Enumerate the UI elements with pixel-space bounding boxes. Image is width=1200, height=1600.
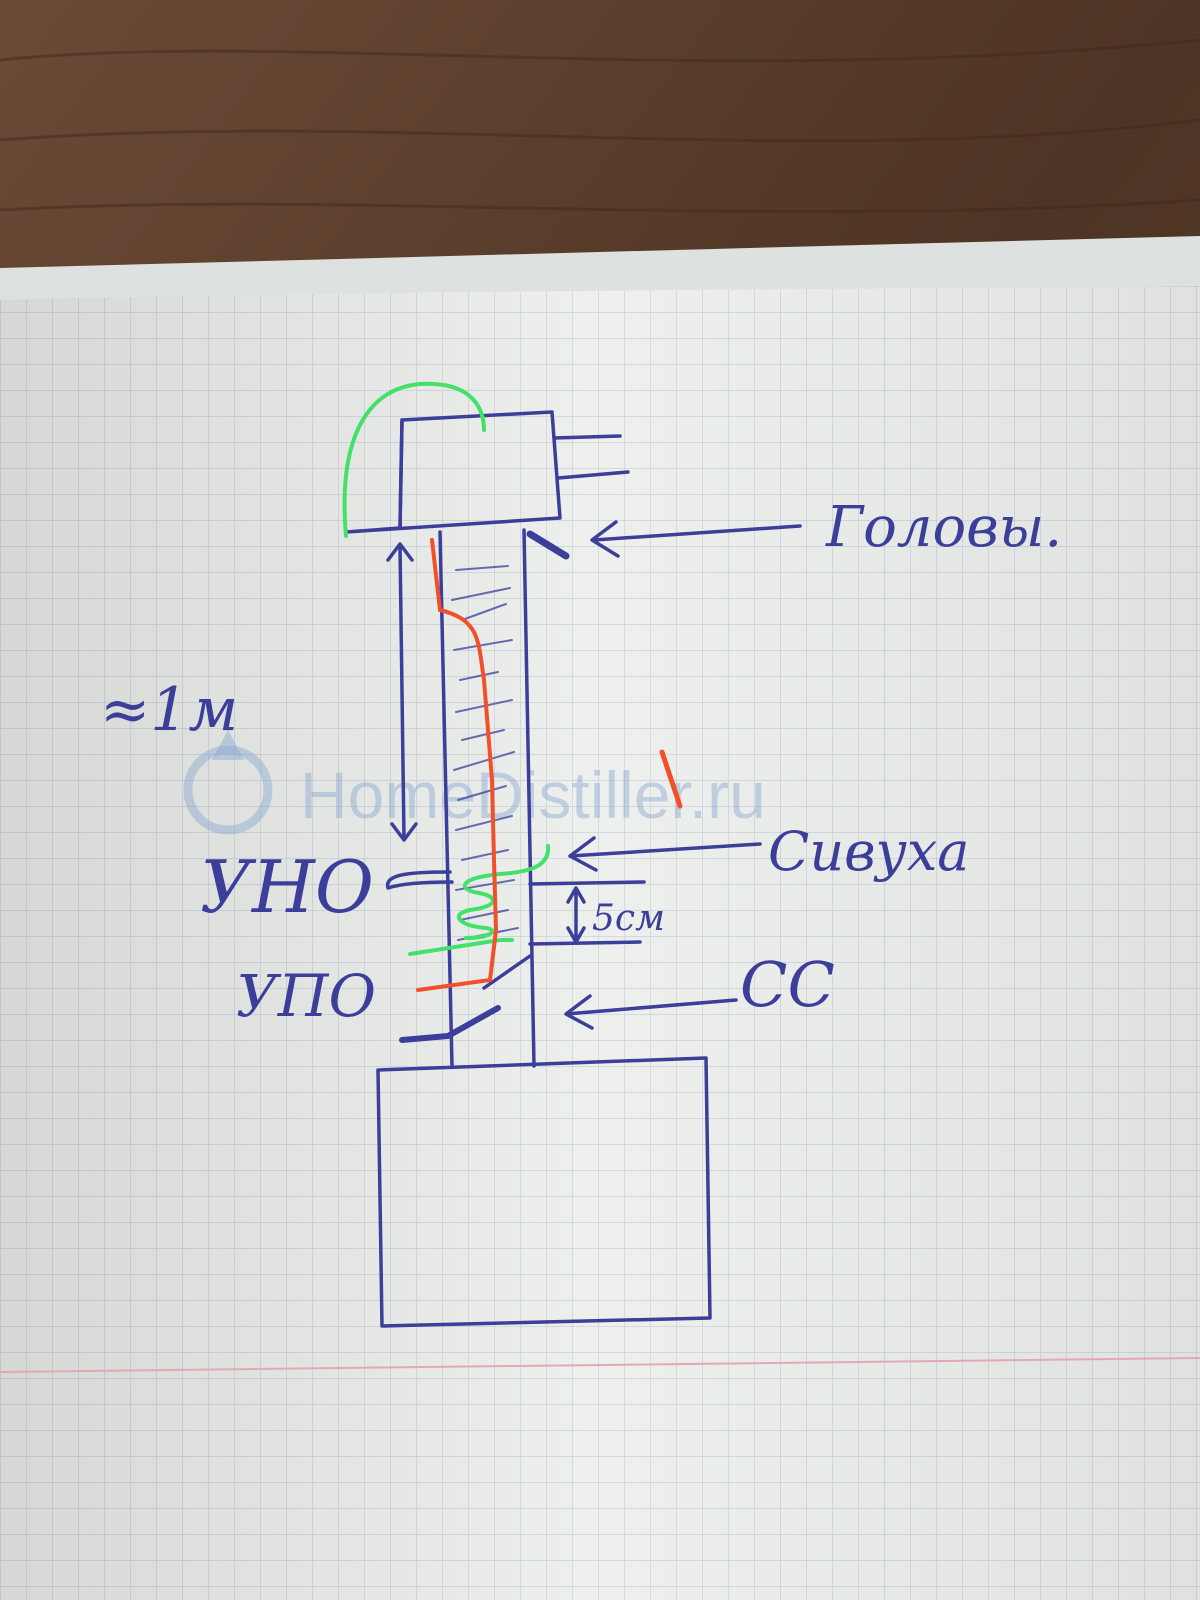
ink-drawing <box>344 410 802 1328</box>
green-bottom-line <box>408 938 514 956</box>
red-marker <box>416 538 683 992</box>
still-pot <box>376 1056 712 1328</box>
label-uno: УНО <box>200 845 374 929</box>
label-heads: Головы. <box>825 495 1062 560</box>
label-upo: УПО <box>236 962 376 1030</box>
column-diagonal-tap <box>482 954 532 990</box>
watermark-text: HomeDistiller.ru <box>300 758 766 832</box>
green-marker <box>342 381 551 956</box>
dim-line-top <box>528 880 646 886</box>
red-reflux-path <box>416 538 499 992</box>
dim-line-bottom <box>528 940 642 946</box>
wood-grain <box>0 38 1200 214</box>
label-height: ≈1м <box>100 675 238 745</box>
coolant-pipe-lower <box>556 470 630 480</box>
column-left-wall <box>438 530 454 1068</box>
watermark: HomeDistiller.ru <box>183 730 766 835</box>
label-fusel: Сивуха <box>768 820 970 883</box>
head-tap <box>526 530 570 560</box>
column-packing <box>451 565 519 941</box>
arrow-ss <box>564 994 738 1030</box>
green-head-arc <box>342 381 486 538</box>
arrow-fusel <box>568 836 762 872</box>
height-arrow <box>398 544 406 840</box>
margin-line <box>0 1357 1200 1373</box>
green-coil <box>456 844 551 940</box>
dim-arrow <box>566 886 586 944</box>
coolant-pipe-upper <box>552 434 622 440</box>
column-right-wall <box>522 528 536 1068</box>
head-box-left <box>398 418 404 530</box>
watermark-drop-icon <box>183 745 273 835</box>
label-ss: СС <box>740 948 835 1021</box>
upo-valve <box>399 1005 501 1043</box>
uno-outlet <box>386 870 454 890</box>
label-gap: 5см <box>592 898 665 939</box>
arrow-heads <box>590 520 802 558</box>
red-tick <box>659 749 683 809</box>
